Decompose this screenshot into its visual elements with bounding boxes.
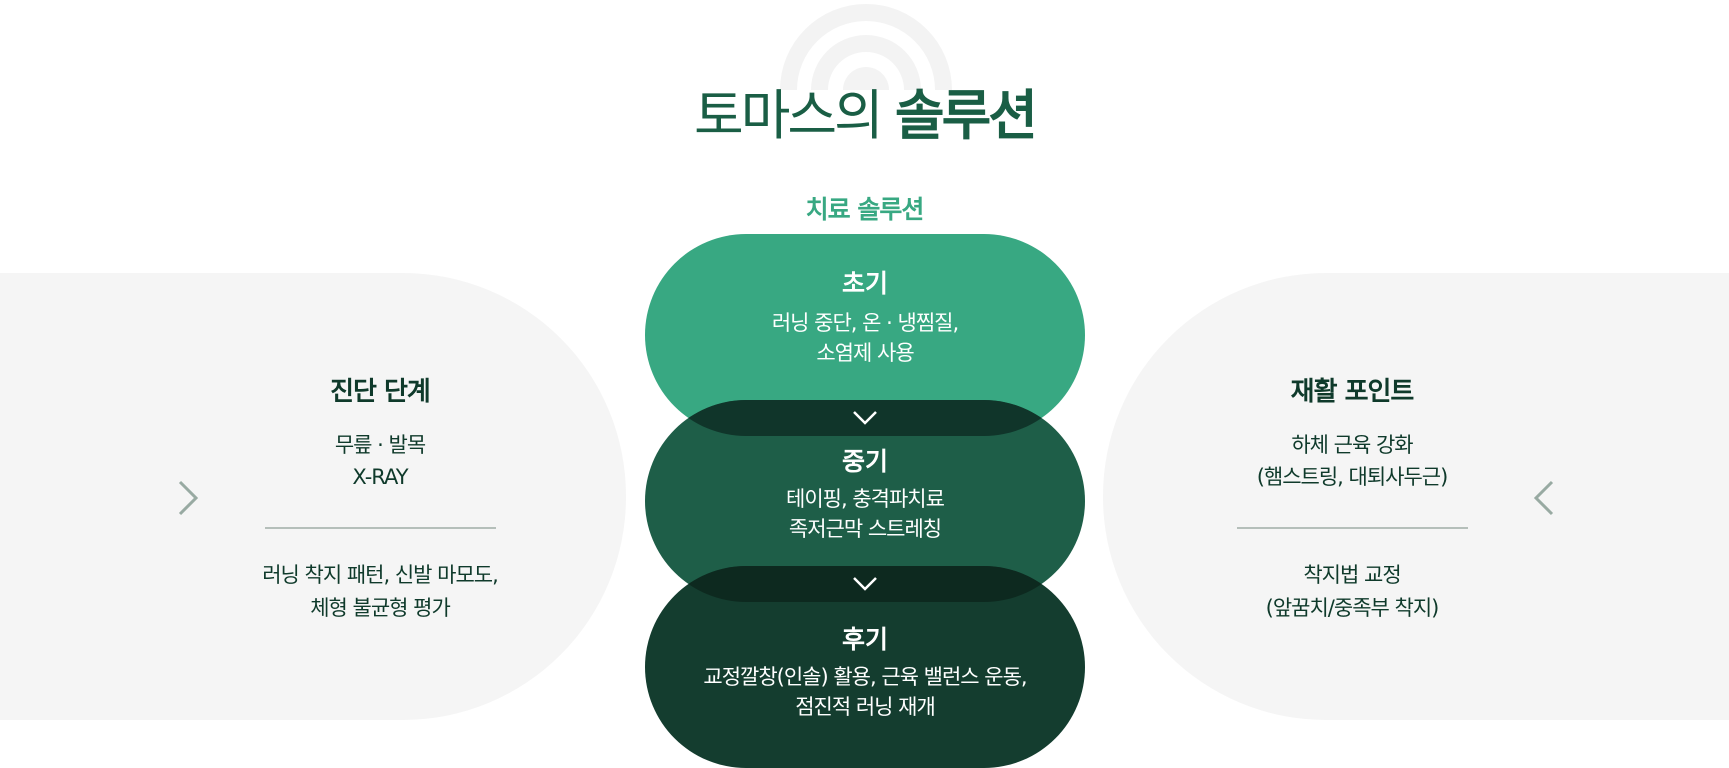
decorative-arcs-icon [780, 4, 952, 90]
stage-title: 후기 [841, 625, 888, 654]
divider [265, 527, 496, 529]
diagnosis-panel [0, 273, 626, 720]
rehab-line: (앞꿈치/중족부 착지) [1265, 596, 1440, 620]
page-title: 토마스의 솔루션 [0, 84, 1729, 148]
diagnosis-title: 진단 단계 [330, 377, 431, 407]
stage-line: 교정깔창(인솔) 활용, 근육 밸런스 운동, [703, 665, 1027, 689]
rehab-panel [1103, 273, 1729, 720]
diagnosis-line: 체형 불균형 평가 [310, 596, 451, 620]
title-light: 토마스의 [694, 84, 884, 147]
stage-line: 족저근막 스트레칭 [788, 517, 942, 541]
overlap-shade [645, 566, 1085, 602]
diagnosis-line: 러닝 착지 패턴, 신발 마모도, [262, 563, 499, 587]
stage-line: 테이핑, 충격파치료 [786, 487, 945, 511]
stage-line: 점진적 러닝 재개 [795, 695, 936, 719]
chevron-left-icon [1533, 480, 1554, 516]
section-subtitle: 치료 솔루션 [805, 195, 925, 224]
divider [1237, 527, 1468, 529]
chevron-down-icon [853, 577, 877, 591]
chevron-down-icon [853, 411, 877, 425]
diagnosis-line: 무릎 · 발목 [334, 433, 426, 457]
stage-title: 초기 [841, 269, 888, 298]
rehab-line: (햄스트링, 대퇴사두근) [1256, 465, 1449, 489]
chevron-right-icon [178, 480, 199, 516]
stage-title: 중기 [841, 447, 888, 476]
stage-line: 소염제 사용 [816, 341, 914, 365]
stage-late: 후기 교정깔창(인솔) 활용, 근육 밸런스 운동, 점진적 러닝 재개 [645, 566, 1085, 768]
rehab-line: 하체 근육 강화 [1291, 433, 1413, 457]
stage-line: 러닝 중단, 온 · 냉찜질, [771, 311, 959, 335]
diagnosis-line: X-RAY [352, 465, 408, 489]
title-bold: 솔루션 [894, 84, 1038, 147]
rehab-title: 재활 포인트 [1290, 377, 1415, 407]
overlap-shade [645, 400, 1085, 436]
rehab-line: 착지법 교정 [1303, 563, 1401, 587]
